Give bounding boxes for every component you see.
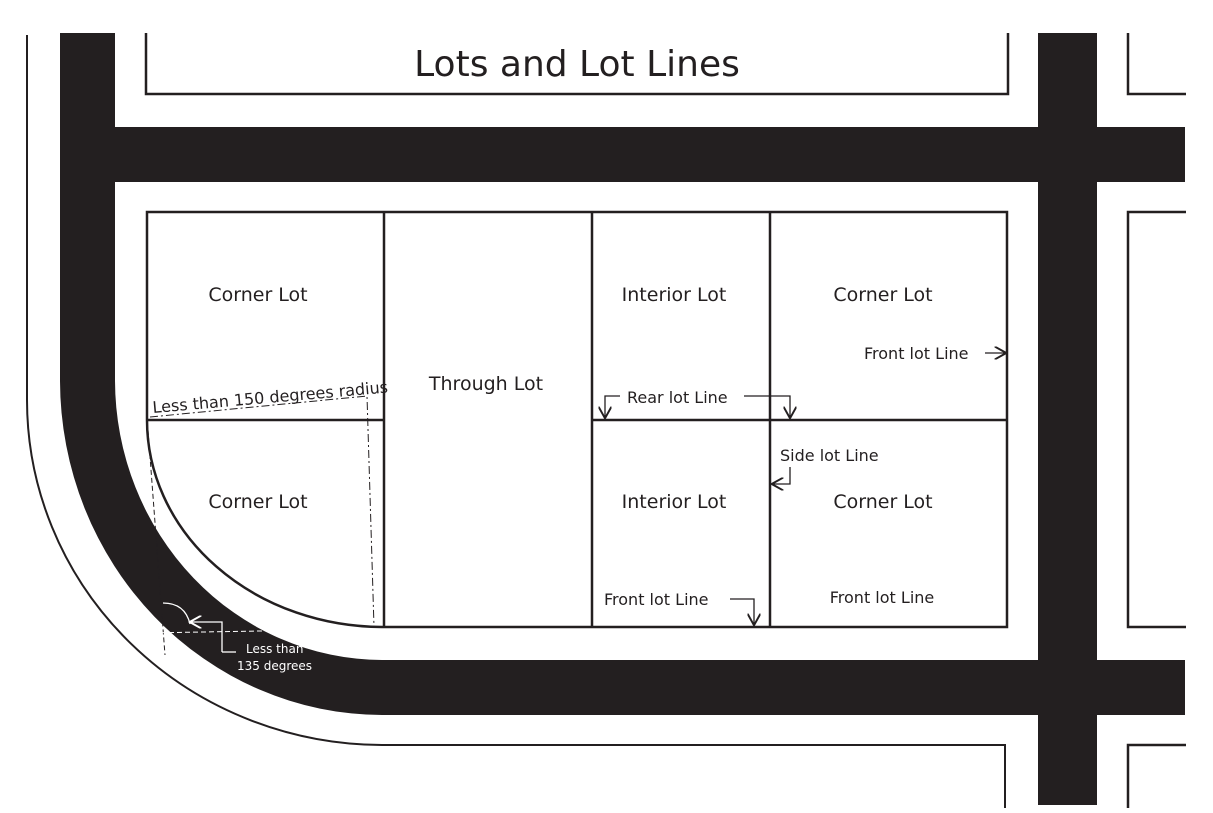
lot-label-corner: Corner Lot (833, 491, 932, 513)
front-lot-line-label: Front lot Line (830, 588, 935, 607)
rear-lot-line-arrow (605, 395, 620, 417)
title-block-outline (144, 33, 1010, 96)
lot-label-through: Through Lot (428, 373, 543, 395)
side-lot-line-label: Side lot Line (780, 446, 879, 465)
page-title: Lots and Lot Lines (414, 44, 740, 85)
right-top-block-outline (1126, 33, 1186, 96)
lot-label-corner: Corner Lot (208, 491, 307, 513)
angle-pointer (191, 622, 223, 640)
radius-dash-line (149, 395, 375, 628)
lot-label-interior: Interior Lot (622, 284, 727, 306)
angle-dash-horizontal (144, 628, 376, 634)
top-road (60, 127, 1185, 182)
front-lot-line-label: Front lot Line (864, 344, 969, 363)
lot-label-interior: Interior Lot (622, 491, 727, 513)
radius-note: Less than 150 degrees radius (152, 377, 389, 417)
angle-note-line2: 135 degrees (237, 659, 312, 673)
angle-note-line1: Less than (246, 642, 303, 656)
lot-label-corner: Corner Lot (833, 284, 932, 306)
side-lot-line-arrow (773, 467, 791, 484)
right-bottom-block-outline (1126, 743, 1186, 808)
front-lot-line-label: Front lot Line (604, 590, 709, 609)
lot-label-corner: Corner Lot (208, 284, 307, 306)
front-lot-line-arrow (730, 598, 754, 624)
lots-block-outline (145, 210, 1009, 629)
left-curb-line (26, 35, 1006, 808)
rear-lot-line-label: Rear lot Line (627, 388, 728, 407)
angle-dash-vertical (147, 429, 166, 656)
right-middle-block-outline (1126, 210, 1186, 629)
rear-lot-line-arrow (744, 395, 790, 417)
right-road (1038, 33, 1097, 805)
